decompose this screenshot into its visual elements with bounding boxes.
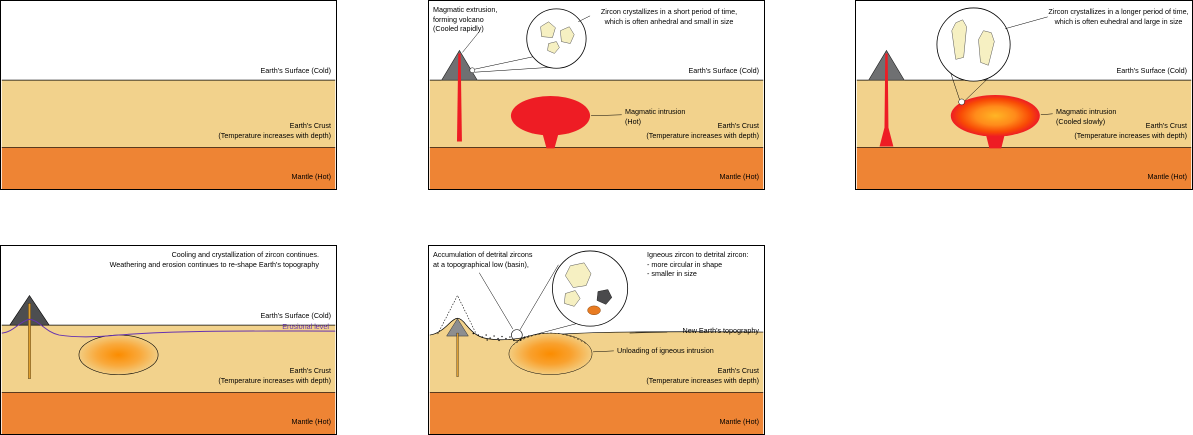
panel-4-graphic — [1, 294, 336, 434]
surface-label: Earth's Surface (Cold) — [688, 66, 759, 75]
intrusion-leader-line — [591, 114, 622, 117]
zircon-note-label: Zircon crystallizes in a longer period o… — [1048, 7, 1189, 26]
zircon-magnifier-circle — [526, 8, 587, 69]
intrusion-label: Magmatic intrusion (Hot) — [625, 107, 686, 126]
sample-point-circle — [469, 67, 476, 73]
panel-5-graphic — [429, 250, 764, 434]
mantle-label: Mantle (Hot) — [719, 172, 759, 181]
magnifier-cone-line — [521, 322, 579, 339]
zircon-crystal-euhedral — [978, 30, 995, 66]
magnifier-cone-line — [474, 56, 535, 70]
magnifier-cone-line — [474, 67, 551, 73]
extrusion-label: Magmatic extrusion, forming volcano (Coo… — [433, 5, 498, 34]
magmatic-intrusion-hot — [510, 95, 591, 136]
cooled-conduit — [456, 332, 459, 377]
panel-erosional-level: Cooling and crystallization of zircon co… — [0, 245, 337, 435]
magma-conduit — [879, 53, 894, 147]
panel-detrital-zircons: Accumulation of detrital zircons at a to… — [428, 245, 765, 435]
crust-label: Earth's Crust (Temperature increases wit… — [218, 366, 331, 385]
magmatic-intrusion-cooled-slowly — [950, 95, 1040, 137]
detrital-zircon-dark — [596, 289, 613, 305]
igneous-zircon-crystal — [565, 262, 592, 288]
magnifier-cone-line — [950, 73, 960, 101]
mantle-label: Mantle (Hot) — [291, 172, 331, 181]
surface-label: Earth's Surface (Cold) — [260, 66, 331, 75]
crust-label: Earth's Crust (Temperature increases wit… — [646, 121, 759, 140]
igneous-zircon-crystal — [564, 290, 581, 307]
panel-hot-intrusion: Magmatic extrusion, forming volcano (Coo… — [428, 0, 765, 190]
zircon-crystal-euhedral — [951, 19, 967, 60]
mantle-label: Mantle (Hot) — [291, 417, 331, 426]
unloading-label: Unloading of igneous intrusion — [617, 346, 714, 355]
cooling-intrusion — [78, 334, 159, 375]
mantle-layer — [429, 392, 764, 434]
accumulation-leader-line — [479, 272, 514, 330]
new-topography-line — [429, 317, 764, 341]
crust-layer — [1, 80, 336, 148]
crust-layer — [429, 80, 764, 148]
erosional-level-line — [1, 318, 336, 338]
surface-label: Earth's Surface (Cold) — [260, 311, 331, 320]
zircon-crystal-anhedral — [540, 21, 556, 38]
extrusion-leader-line — [462, 31, 480, 53]
panel-initial-layers: Earth's Surface (Cold) Earth's Crust (Te… — [0, 0, 337, 190]
former-volcano-outline — [437, 294, 477, 335]
mantle-label: Mantle (Hot) — [1147, 172, 1187, 181]
panel-3-graphic — [856, 7, 1192, 189]
zircon-magnifier-circle — [936, 7, 1011, 82]
erosional-level-label: Erosional level — [282, 322, 329, 331]
zircon-crystal-anhedral — [560, 26, 575, 44]
mantle-layer — [1, 147, 336, 189]
magnifier-cone-line — [519, 264, 559, 331]
crust-label: Earth's Crust (Temperature increases wit… — [1074, 121, 1187, 140]
basin-sample-circle — [511, 329, 523, 341]
crust-label: Earth's Crust (Temperature increases wit… — [218, 121, 331, 140]
crust-label: Earth's Crust (Temperature increases wit… — [646, 366, 759, 385]
crust-layer-eroded — [429, 318, 764, 393]
panel-1-graphic — [1, 79, 336, 189]
topography-leader-line — [629, 331, 668, 334]
new-topography-label: New Earth's topography — [682, 326, 759, 335]
panel-cooled-slowly-intrusion: Zircon crystallizes in a longer period o… — [855, 0, 1193, 190]
accumulation-label: Accumulation of detrital zircons at a to… — [433, 250, 533, 269]
zircon-crystal-anhedral — [547, 41, 560, 54]
crust-layer — [1, 325, 336, 393]
intrusion-leader-line — [1040, 113, 1053, 116]
intrusion-label: Magmatic intrusion (Cooled slowly) — [1056, 107, 1117, 126]
mantle-label: Mantle (Hot) — [719, 417, 759, 426]
caption-label: Cooling and crystallization of zircon co… — [109, 250, 319, 269]
zircon-magnifier-circle — [552, 250, 629, 327]
cooled-conduit — [28, 303, 31, 379]
unloading-intrusion — [508, 332, 593, 375]
comparison-label: Igneous zircon to detrital zircon: - mor… — [647, 250, 749, 279]
zircon-leader-line — [1005, 16, 1048, 29]
zircon-leader-line — [578, 15, 591, 23]
mantle-layer — [1, 392, 336, 434]
mantle-layer — [856, 147, 1192, 189]
detrital-zircon-orange — [587, 305, 601, 316]
magma-conduit — [456, 53, 462, 142]
zircon-note-label: Zircon crystallizes in a short period of… — [600, 7, 738, 26]
surface-label: Earth's Surface (Cold) — [1116, 66, 1187, 75]
unloading-dashed-arc — [512, 332, 589, 346]
mantle-layer — [429, 147, 764, 189]
panel-2-graphic — [429, 8, 764, 189]
unloading-leader-line — [593, 350, 614, 353]
sample-point-circle — [958, 98, 965, 106]
